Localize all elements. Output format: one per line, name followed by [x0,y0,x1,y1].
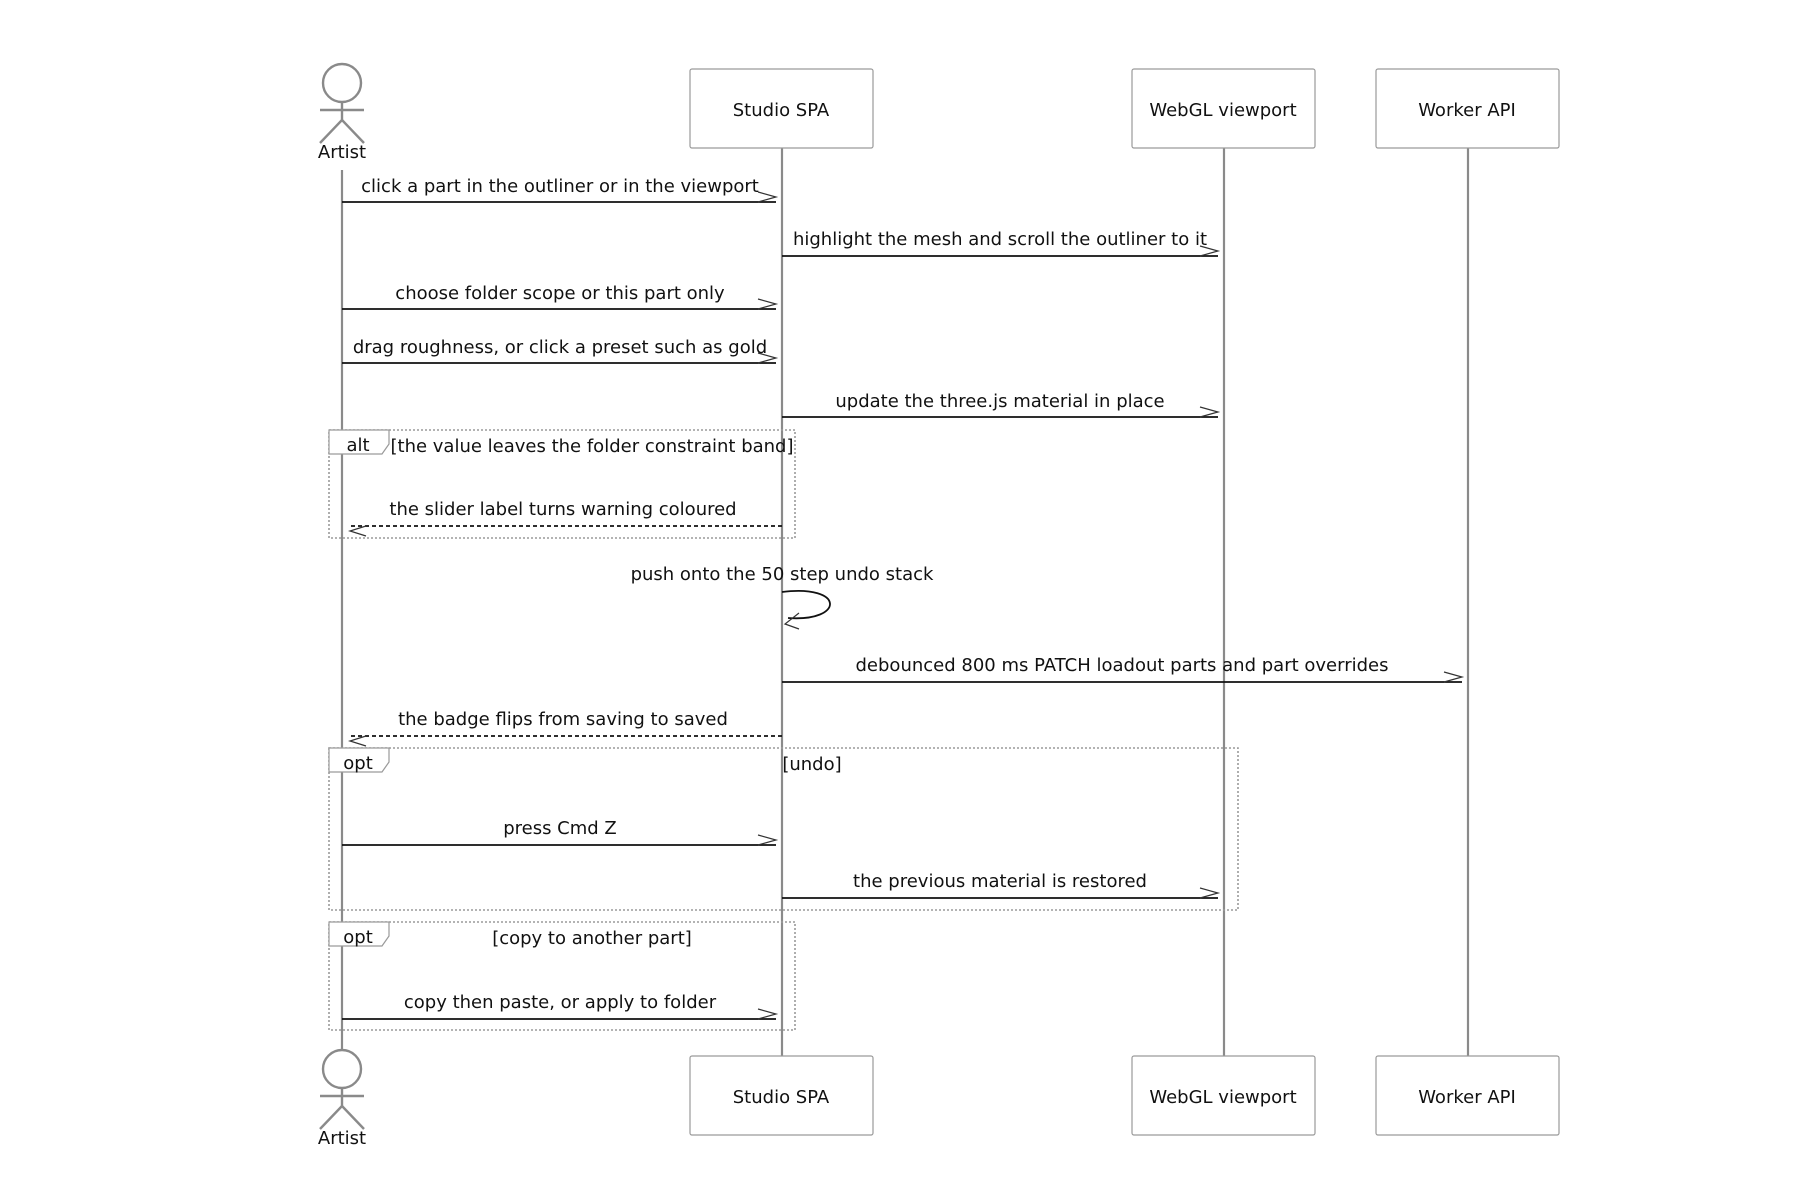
message-label: the slider label turns warning coloured [389,499,736,520]
participant-label: Studio SPA [733,100,830,121]
message-label: click a part in the outliner or in the v… [361,176,759,197]
message-4: update the three.js material in place [782,391,1221,418]
message-7: debounced 800 ms PATCH loadout parts and… [782,655,1465,683]
message-label: the badge flips from saving to saved [398,709,728,730]
participant-webgl-bottom: WebGL viewport [1131,1055,1316,1136]
message-1: highlight the mesh and scroll the outlin… [782,229,1221,257]
message-6: push onto the 50 step undo stack [631,564,934,630]
message-label: drag roughness, or click a preset such a… [353,337,767,358]
fragment-condition: [the value leaves the folder constraint … [390,436,793,457]
actor-label: Artist [318,1128,366,1149]
message-label: the previous material is restored [853,871,1147,892]
actor-artist-top: Artist [318,62,366,163]
message-2: choose folder scope or this part only [342,283,779,310]
message-label: update the three.js material in place [835,391,1164,412]
message-label: choose folder scope or this part only [395,283,725,304]
participant-worker-top: Worker API [1375,68,1560,149]
message-9: press Cmd Z [342,818,779,846]
message-label: highlight the mesh and scroll the outlin… [793,229,1207,250]
participant-label: WebGL viewport [1149,100,1296,121]
actor-artist-bottom: Artist [318,1048,366,1149]
message-8: the badge flips from saving to saved [347,709,782,747]
message-label: press Cmd Z [503,818,617,839]
message-label: copy then paste, or apply to folder [404,992,717,1013]
message-0: click a part in the outliner or in the v… [342,176,779,203]
fragment-kind: opt [343,753,373,774]
participant-label: Worker API [1418,1087,1516,1108]
participant-label: WebGL viewport [1149,1087,1296,1108]
fragment-opt-undo: opt [undo] [328,747,1239,911]
message-10: the previous material is restored [782,871,1221,899]
fragment-condition: [copy to another part] [492,928,692,949]
participant-label: Worker API [1418,100,1516,121]
participant-worker-bottom: Worker API [1375,1055,1560,1136]
participant-label: Studio SPA [733,1087,830,1108]
fragment-kind: opt [343,927,373,948]
participant-studio-top: Studio SPA [689,68,874,149]
message-3: drag roughness, or click a preset such a… [342,337,779,364]
actor-label: Artist [318,142,366,163]
fragment-kind: alt [346,435,369,456]
participant-webgl-top: WebGL viewport [1131,68,1316,149]
participant-studio-bottom: Studio SPA [689,1055,874,1136]
message-11: copy then paste, or apply to folder [342,992,779,1020]
fragment-opt-copy: opt [copy to another part] [328,921,796,1031]
message-label: debounced 800 ms PATCH loadout parts and… [856,655,1389,676]
message-5: the slider label turns warning coloured [347,499,782,537]
fragment-condition: [undo] [782,754,841,775]
message-label: push onto the 50 step undo stack [631,564,934,585]
fragment-alt: alt [the value leaves the folder constra… [328,429,796,539]
